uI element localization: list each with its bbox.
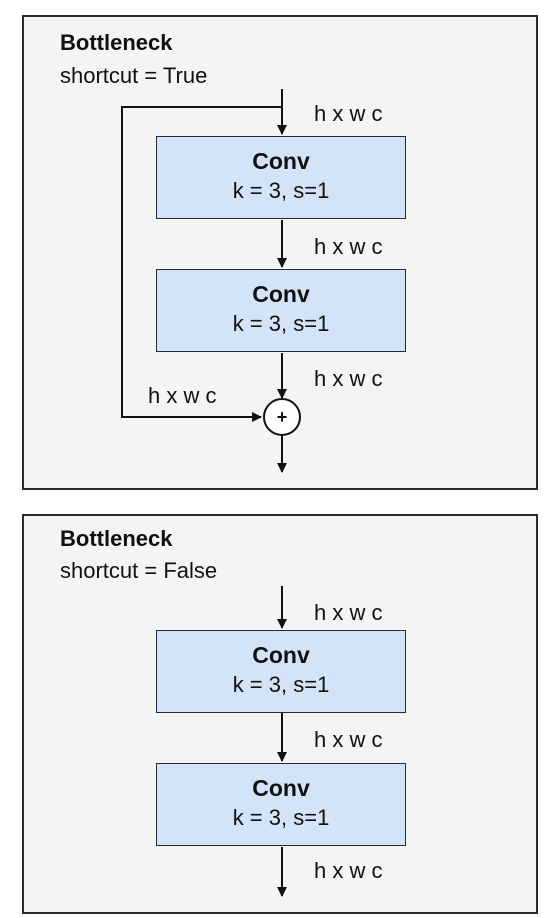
add-symbol: + [276,407,288,427]
conv-block-params: k = 3, s=1 [232,178,330,203]
dim-label-input: h x w c [314,101,383,126]
conv-block-params: k = 3, s=1 [232,672,330,697]
conv-block-title: Conv [252,642,310,668]
panel-subtitle: shortcut = True [60,63,208,88]
conv-block-title: Conv [252,775,310,801]
dim-label-shortcut: h x w c [148,383,217,408]
dim-label-mid: h x w c [314,727,383,752]
panel-title: Bottleneck [60,30,173,55]
flow-arrows [277,586,287,897]
conv-block-title: Conv [252,281,310,307]
conv-block-1: Conv k = 3, s=1 [156,136,406,219]
dim-label-input: h x w c [314,600,383,625]
bottleneck-panel-shortcut-true: Bottleneck shortcut = True h x w c Conv … [22,15,538,490]
conv-block-title: Conv [252,148,310,174]
conv-block-1: Conv k = 3, s=1 [156,630,406,713]
panel-subtitle: shortcut = False [60,558,218,583]
conv-block-params: k = 3, s=1 [232,805,330,830]
flow-arrows [121,89,301,473]
dim-label-output: h x w c [314,366,383,391]
conv-block-params: k = 3, s=1 [232,311,330,336]
conv-block-2: Conv k = 3, s=1 [156,763,406,846]
conv-block-2: Conv k = 3, s=1 [156,269,406,352]
panel-title: Bottleneck [60,526,173,551]
bottleneck-panel-shortcut-false: Bottleneck shortcut = False h x w c Conv… [22,514,538,914]
dim-label-mid: h x w c [314,234,383,259]
shortcut-line [121,106,282,418]
dim-label-output: h x w c [314,858,383,883]
